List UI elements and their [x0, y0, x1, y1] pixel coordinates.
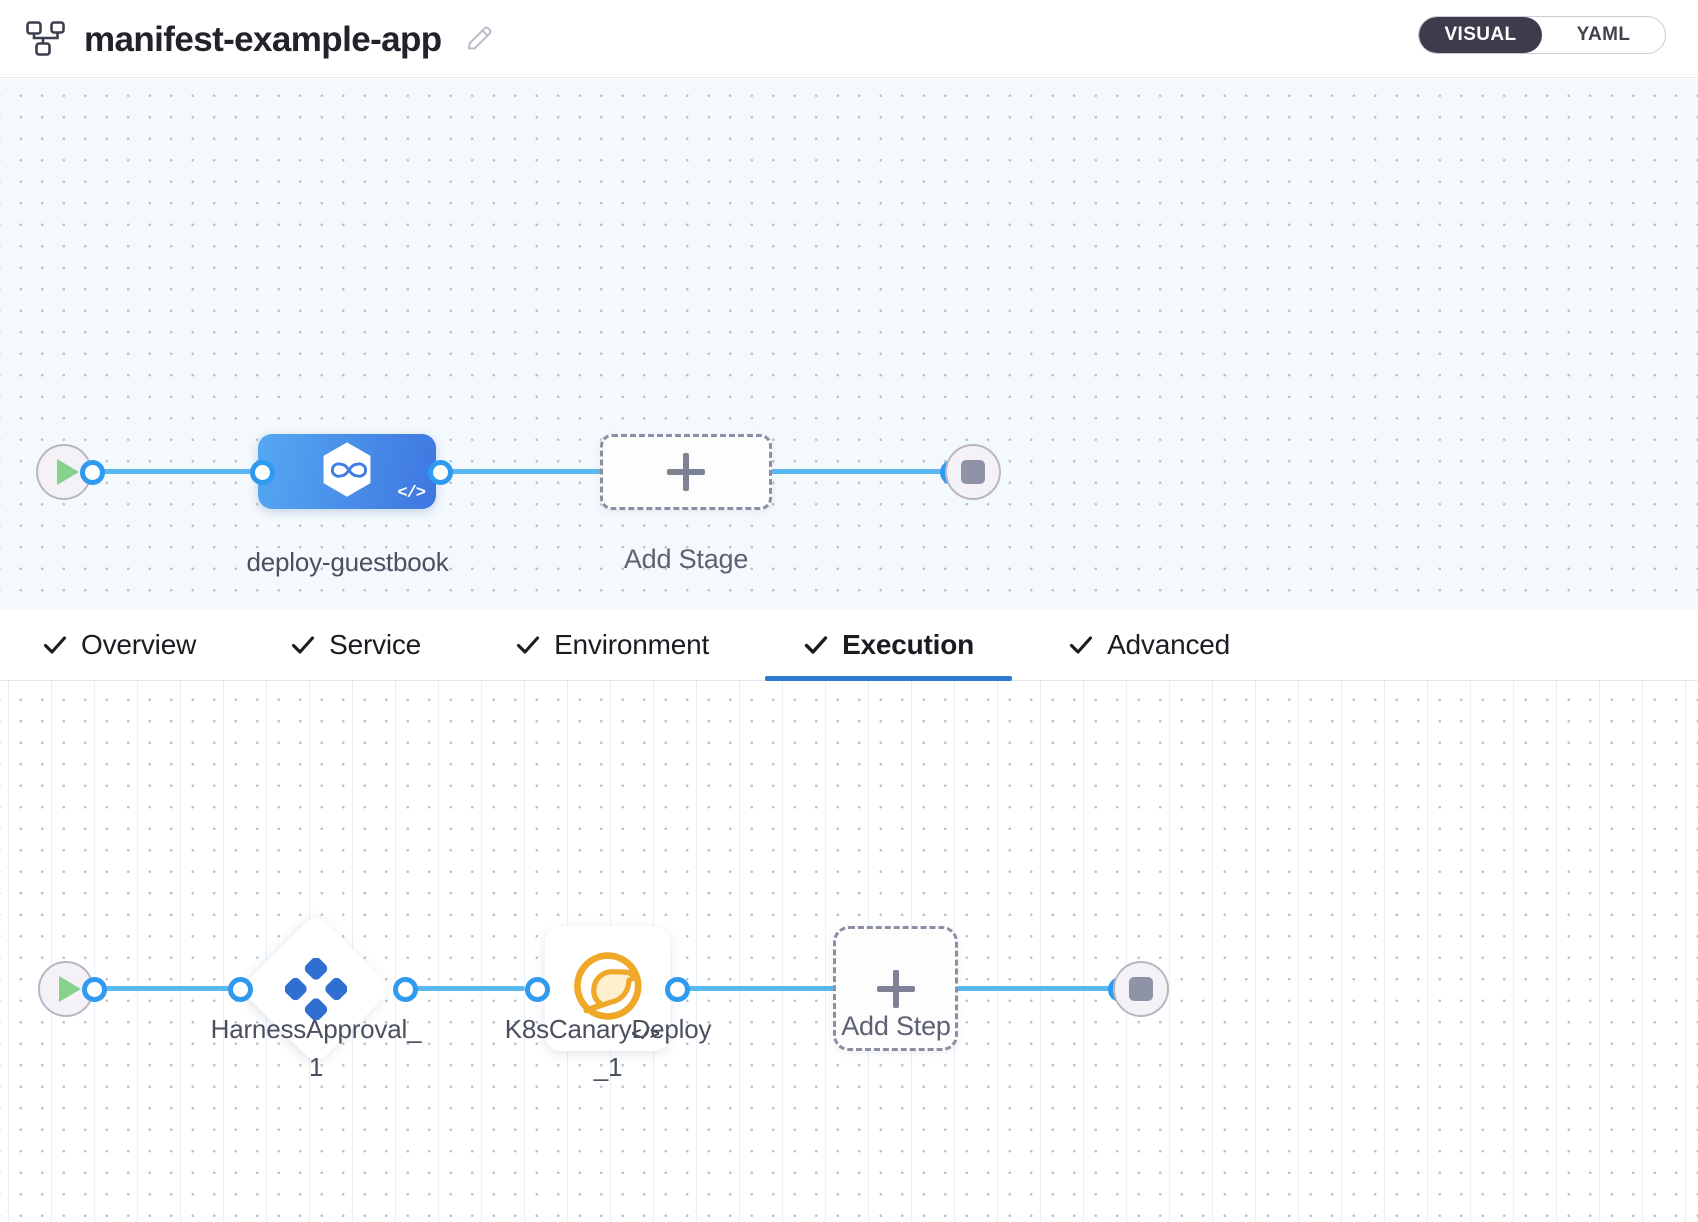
- execution-end-node[interactable]: [1113, 961, 1169, 1017]
- view-mode-toggle[interactable]: VISUAL YAML: [1418, 16, 1666, 54]
- port-exec-start-out: [82, 977, 107, 1002]
- add-stage-label: Add Stage: [623, 544, 749, 574]
- edge-approval-to-canary: [395, 986, 525, 991]
- page-title: manifest-example-app: [84, 19, 442, 59]
- harness-approval-icon: [262, 935, 370, 1043]
- step-node-label: HarnessApproval_1: [210, 1014, 422, 1082]
- harness-cd-hexagon-icon: [317, 439, 377, 504]
- check-icon: [42, 632, 68, 658]
- header-left-group: manifest-example-app: [26, 0, 494, 78]
- tab-environment[interactable]: Environment: [513, 609, 711, 681]
- edge-stage-to-addstage: [430, 469, 605, 474]
- check-icon: [1068, 632, 1094, 658]
- code-badge-icon: </>: [397, 484, 426, 503]
- active-tab-underline: [765, 676, 1013, 681]
- port-stage-out: [428, 460, 453, 485]
- stage-graph-canvas[interactable]: </> deploy-guestbook Add Stage: [0, 79, 1698, 609]
- toggle-yaml[interactable]: YAML: [1576, 24, 1631, 45]
- step-node-k8s-canary-deploy[interactable]: </>: [545, 926, 670, 1051]
- play-icon: [58, 976, 81, 1002]
- stage-node-label: deploy-guestbook: [246, 547, 449, 577]
- add-stage-button[interactable]: [600, 434, 772, 510]
- pipeline-icon: [26, 21, 66, 57]
- toggle-visual[interactable]: VISUAL: [1419, 17, 1542, 53]
- plus-icon: [876, 969, 915, 1008]
- port-approval-out: [393, 977, 418, 1002]
- pipeline-end-node[interactable]: [945, 444, 1001, 500]
- tab-label: Execution: [842, 629, 975, 660]
- play-icon: [56, 459, 79, 485]
- edge-canary-to-addstep: [670, 986, 835, 991]
- port-canary-in: [525, 977, 550, 1002]
- check-icon: [515, 632, 541, 658]
- tab-execution[interactable]: Execution: [765, 609, 1013, 681]
- tab-label: Service: [329, 629, 422, 660]
- port-canary-out: [665, 977, 690, 1002]
- add-step-label: Add Step: [841, 1011, 951, 1041]
- canary-bird-icon: [570, 948, 646, 1029]
- tab-service[interactable]: Service: [288, 609, 423, 681]
- tab-label: Environment: [554, 629, 710, 660]
- pencil-edit-icon[interactable]: [464, 24, 494, 54]
- port-approval-in: [228, 977, 253, 1002]
- edge-addstep-to-exec-end: [955, 986, 1120, 991]
- edge-start-to-stage: [88, 469, 268, 474]
- step-node-label: K8sCanaryDeploy_1: [504, 1014, 712, 1082]
- tab-overview[interactable]: Overview: [40, 609, 198, 681]
- studio-header: manifest-example-app VISUAL YAML: [0, 0, 1698, 78]
- port-start-out: [80, 460, 105, 485]
- stage-node-deploy-guestbook[interactable]: </>: [258, 434, 436, 509]
- stop-icon: [1129, 977, 1153, 1001]
- plus-icon: [667, 453, 705, 491]
- edge-exec-start-to-approval: [90, 986, 240, 991]
- stop-icon: [961, 460, 985, 484]
- add-step-button[interactable]: [833, 926, 958, 1051]
- check-icon: [803, 632, 829, 658]
- tab-advanced[interactable]: Advanced: [1066, 609, 1232, 681]
- code-badge-icon: </>: [631, 1026, 660, 1045]
- tab-list: Overview Service Environment: [40, 609, 1232, 681]
- tab-label: Advanced: [1107, 629, 1231, 660]
- stage-tabbar: Overview Service Environment: [0, 609, 1698, 681]
- check-icon: [290, 632, 316, 658]
- port-stage-in: [250, 460, 275, 485]
- execution-graph-canvas[interactable]: HarnessApproval_1 </> K8sCanaryDeploy_1 …: [0, 681, 1698, 1222]
- tab-label: Overview: [81, 629, 197, 660]
- edge-addstage-to-end: [770, 469, 955, 474]
